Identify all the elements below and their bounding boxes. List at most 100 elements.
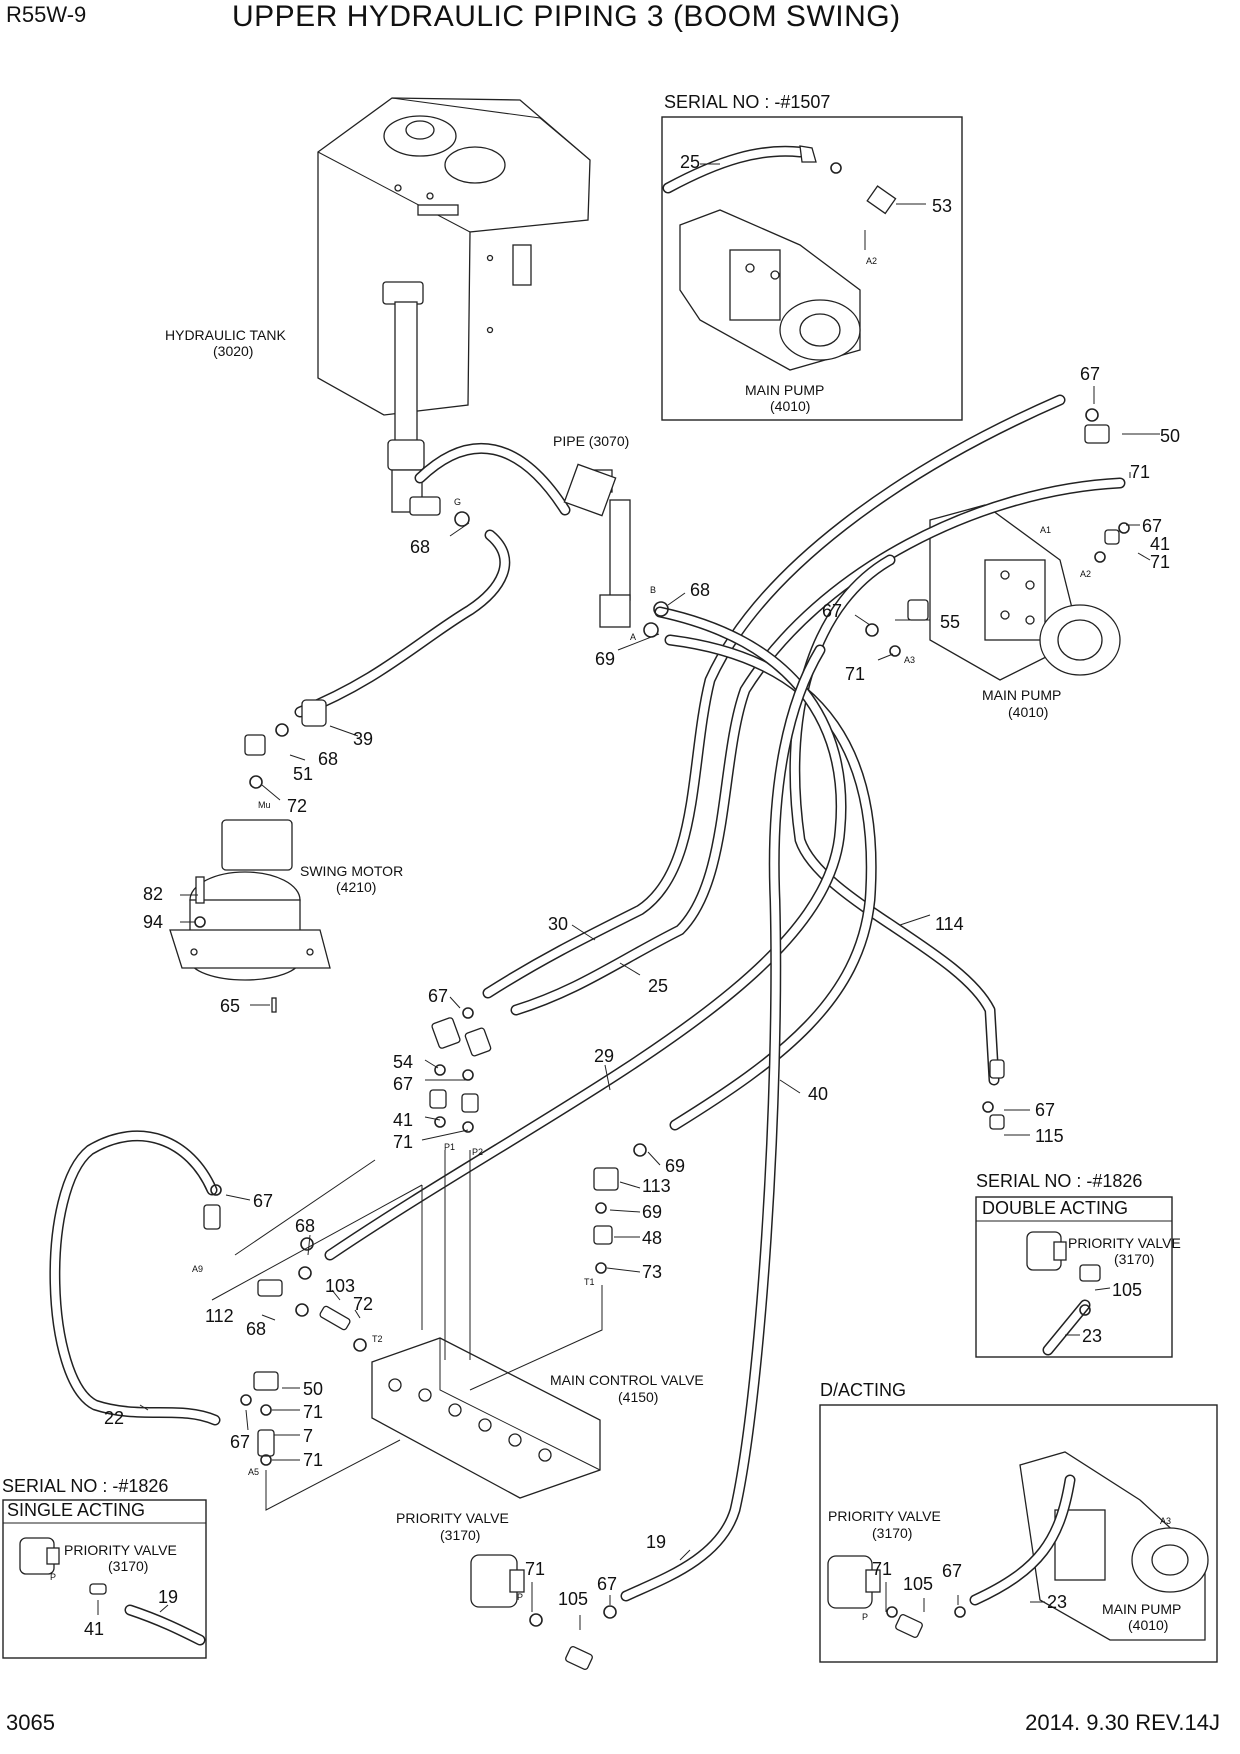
callout-67-left: 67	[253, 1191, 273, 1211]
port-a: A	[630, 632, 636, 642]
callout-105-d-acting: 105	[903, 1574, 933, 1594]
main-pump-upper-code: (4010)	[1008, 704, 1048, 720]
priority-valve-main-code: (3170)	[440, 1527, 480, 1543]
priority-valve-single-acting-code: (3170)	[108, 1558, 148, 1574]
callout-67-top: 67	[1080, 364, 1100, 384]
callout-67-55: 67	[822, 601, 842, 621]
callout-39: 39	[353, 729, 373, 749]
main-pump-inset-1507-code: (4010)	[770, 398, 810, 414]
callout-53: 53	[932, 196, 952, 216]
priority-valve-d-acting-label: PRIORITY VALVE	[828, 1508, 941, 1524]
callout-68-left: 68	[295, 1216, 315, 1236]
hose-39	[294, 529, 511, 718]
main-control-valve	[371, 1337, 601, 1499]
leader-lines	[97, 163, 1160, 1630]
priority-valve-double-acting-label: PRIORITY VALVE	[1068, 1235, 1181, 1251]
callout-25: 25	[648, 976, 668, 996]
callout-67-d-acting: 67	[942, 1561, 962, 1581]
priority-valve-single-acting-label: PRIORITY VALVE	[64, 1542, 177, 1558]
hose-30	[482, 394, 1066, 999]
callout-105-main-pv: 105	[558, 1589, 588, 1609]
callout-94: 94	[143, 912, 163, 932]
hose-29	[324, 606, 847, 1261]
callout-69-48: 69	[642, 1202, 662, 1222]
callout-48: 48	[642, 1228, 662, 1248]
inset-serial-1507-heading: SERIAL NO : -#1507	[664, 92, 830, 112]
callout-67-mcv-top: 67	[428, 986, 448, 1006]
inset-d-acting-heading: D/ACTING	[820, 1380, 906, 1400]
hose-114	[789, 554, 1000, 1086]
callout-22: 22	[104, 1408, 124, 1428]
main-pump-inset-1507-label: MAIN PUMP	[745, 382, 824, 398]
fittings	[89, 424, 1120, 1670]
pipe-3070	[414, 442, 631, 628]
callout-69-113: 69	[665, 1156, 685, 1176]
priority-valve-d-acting-code: (3170)	[872, 1525, 912, 1541]
pipe-3070-label: PIPE (3070)	[553, 433, 629, 449]
callout-71-left-a: 71	[303, 1402, 323, 1422]
port-p-main: P	[517, 1592, 523, 1602]
callout-67-114: 67	[1035, 1100, 1055, 1120]
callout-71-main-pv: 71	[525, 1559, 545, 1579]
hose-19-single-acting	[124, 1604, 206, 1646]
port-p2: P2	[472, 1147, 483, 1157]
callout-71-mcv: 71	[393, 1132, 413, 1152]
tie-lines	[211, 1150, 603, 1511]
inset-double-acting-frame	[975, 1196, 1173, 1358]
callout-69-pipe: 69	[595, 649, 615, 669]
priority-valve-main-label: PRIORITY VALVE	[396, 1510, 509, 1526]
port-a2-inset: A2	[866, 256, 877, 266]
port-a9: A9	[192, 1264, 203, 1274]
port-p-d-acting: P	[862, 1612, 868, 1622]
main-pump-d-acting-code: (4010)	[1128, 1617, 1168, 1633]
inset-d-acting-frame	[819, 1404, 1218, 1663]
callout-105-double: 105	[1112, 1280, 1142, 1300]
callout-72-mcv: 72	[353, 1294, 373, 1314]
port-g: G	[454, 497, 461, 507]
hose-22	[49, 1130, 221, 1426]
hose-23-double-acting	[1042, 1299, 1091, 1356]
callout-23-double: 23	[1082, 1326, 1102, 1346]
hose-23-d-acting	[969, 1474, 1076, 1606]
callout-115: 115	[1035, 1126, 1064, 1146]
inset-serial-1507-frame	[661, 116, 963, 421]
callout-113: 113	[642, 1176, 671, 1196]
revision-date: 2014. 9.30 REV.14J	[1025, 1710, 1220, 1735]
callout-29: 29	[594, 1046, 614, 1066]
callout-55: 55	[940, 612, 960, 632]
model-number: R55W-9	[6, 2, 87, 27]
pin-65	[271, 997, 277, 1013]
hydraulic-tank-label: HYDRAULIC TANK	[165, 327, 287, 343]
callout-71-pump: 71	[1150, 552, 1170, 572]
port-p1: P1	[444, 1142, 455, 1152]
port-a3: A3	[904, 655, 915, 665]
priority-valve-double-acting	[1026, 1231, 1067, 1271]
callout-50-top: 50	[1160, 426, 1180, 446]
page-title: UPPER HYDRAULIC PIPING 3 (BOOM SWING)	[232, 0, 901, 33]
callout-25-inset: 25	[680, 152, 700, 172]
port-t1: T1	[584, 1277, 595, 1287]
bolt-82	[195, 876, 205, 904]
main-pump-d-acting-label: MAIN PUMP	[1102, 1601, 1181, 1617]
priority-valve-main	[470, 1554, 525, 1608]
main-control-valve-label: MAIN CONTROL VALVE	[550, 1372, 704, 1388]
port-t2: T2	[372, 1334, 383, 1344]
inset-double-acting-heading: DOUBLE ACTING	[982, 1198, 1128, 1218]
inset-serial-1826-heading-left: SERIAL NO : -#1826	[2, 1476, 168, 1496]
priority-valve-single-acting	[19, 1537, 60, 1575]
port-labels: G B A Mu A1 A2 A2 A3 A3 P1 P2 T1 T2 A9 A…	[50, 256, 1171, 1622]
swing-motor-label: SWING MOTOR	[300, 863, 403, 879]
port-a1: A1	[1040, 525, 1051, 535]
callout-68-pipe: 68	[690, 580, 710, 600]
callout-23-d-acting: 23	[1047, 1592, 1067, 1612]
callout-67-mcv: 67	[393, 1074, 413, 1094]
inset-single-acting-frame	[2, 1499, 207, 1659]
callout-50-left: 50	[303, 1379, 323, 1399]
swing-motor	[169, 819, 331, 981]
callout-41-pump: 41	[1150, 534, 1170, 554]
priority-valve-d-acting	[827, 1555, 881, 1609]
main-pump-upper-label: MAIN PUMP	[982, 687, 1061, 703]
hydraulic-tank-code: (3020)	[213, 343, 253, 359]
inset-serial-1826-heading-right: SERIAL NO : -#1826	[976, 1171, 1142, 1191]
